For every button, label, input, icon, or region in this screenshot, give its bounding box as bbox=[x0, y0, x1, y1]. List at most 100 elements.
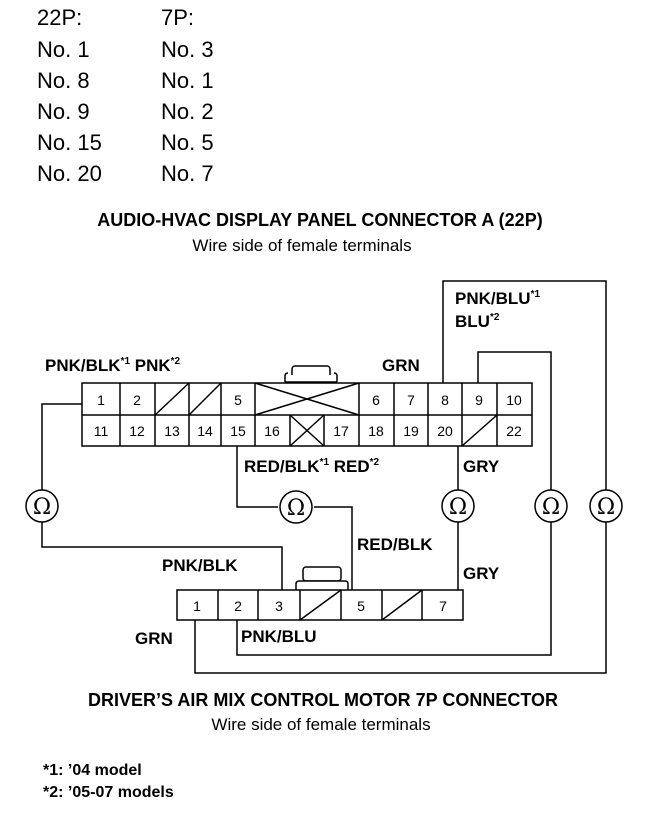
omega-icon: Ω bbox=[449, 495, 467, 520]
wire-red-blk-lower bbox=[314, 506, 353, 590]
wire-pnk-blk-upper bbox=[41, 403, 82, 490]
col-22p-header: 22P: bbox=[37, 5, 82, 30]
pin-label: 2 bbox=[133, 392, 141, 408]
wire-label: GRY bbox=[463, 457, 500, 476]
table-row-7p: No. 2 bbox=[161, 99, 214, 124]
ohm-meter-icon bbox=[534, 489, 568, 523]
table-row-7p: No. 1 bbox=[161, 68, 214, 93]
wire-label: PNK/BLU bbox=[241, 627, 317, 646]
footnote-mark: *1 bbox=[320, 457, 330, 468]
footnote-text: ’05-07 models bbox=[68, 784, 174, 801]
pin-label: 22 bbox=[506, 423, 522, 439]
svg-text:BLU*2: BLU*2 bbox=[455, 312, 500, 331]
ohmmeter-3: Ω bbox=[441, 489, 475, 523]
svg-text:*2: ’05-07 models: *2: ’05-07 models bbox=[43, 784, 174, 801]
footnotes: *1: ’04 model *2: ’05-07 models bbox=[43, 762, 174, 801]
wire-label: RED bbox=[334, 457, 370, 476]
svg-text:*1: ’04 model: *1: ’04 model bbox=[43, 762, 142, 779]
svg-text:RED/BLK*1 RED*2: RED/BLK*1 RED*2 bbox=[244, 457, 380, 476]
wire-pnk-blu-upper bbox=[477, 351, 552, 490]
connector-a-title: AUDIO-HVAC DISPLAY PANEL CONNECTOR A (22… bbox=[97, 210, 542, 230]
wire-grn-upper bbox=[442, 280, 607, 490]
svg-text:PNK/BLK*1 PNK*2: PNK/BLK*1 PNK*2 bbox=[45, 356, 181, 375]
pin-label: 6 bbox=[372, 392, 380, 408]
table-row-22p: No. 20 bbox=[37, 161, 102, 186]
wire-label: PNK bbox=[135, 356, 172, 375]
pin-label: 2 bbox=[234, 598, 242, 614]
pin-label: 16 bbox=[264, 423, 280, 439]
wire-pnk-blk-lower bbox=[41, 522, 283, 590]
pin-label: 1 bbox=[193, 598, 201, 614]
table-row-7p: No. 5 bbox=[161, 130, 214, 155]
pin-label: 20 bbox=[437, 423, 453, 439]
wire-label: RED/BLK bbox=[244, 457, 320, 476]
pin-label: 7 bbox=[407, 392, 415, 408]
pin-label: 12 bbox=[129, 423, 145, 439]
wire-label: GRY bbox=[463, 564, 500, 583]
pin-label: 11 bbox=[94, 423, 109, 439]
pin-label: 8 bbox=[441, 392, 449, 408]
wire-label: BLU bbox=[455, 312, 490, 331]
pin-label: 9 bbox=[475, 392, 483, 408]
pin-label: 15 bbox=[230, 423, 246, 439]
table-row-22p: No. 9 bbox=[37, 99, 90, 124]
ohmmeter-2: Ω bbox=[279, 490, 313, 524]
pin-label: 18 bbox=[368, 423, 384, 439]
pin-label: 17 bbox=[333, 423, 349, 439]
wires bbox=[41, 280, 607, 674]
pin-label: 7 bbox=[439, 598, 447, 614]
connector-7p-title: DRIVER’S AIR MIX CONTROL MOTOR 7P CONNEC… bbox=[88, 690, 558, 710]
connector-7p-latch bbox=[302, 566, 342, 582]
wire-red-blk-upper bbox=[236, 446, 278, 508]
omega-icon: Ω bbox=[597, 495, 615, 520]
wire-labels: PNK/BLK*1 PNK*2 GRN PNK/BLU*1 BLU*2 RED/… bbox=[45, 289, 540, 648]
footnote-mark: *2 bbox=[370, 457, 380, 468]
footnote-mark: *2: bbox=[43, 784, 63, 801]
pin-label: 1 bbox=[97, 392, 105, 408]
table-row-22p: No. 15 bbox=[37, 130, 102, 155]
ohmmeter-1: Ω bbox=[25, 489, 59, 523]
pin-label: 5 bbox=[234, 392, 242, 408]
footnote-mark: *2 bbox=[490, 312, 500, 323]
ohmmeters: Ω Ω Ω Ω Ω bbox=[25, 489, 623, 524]
ohm-meter-icon bbox=[589, 489, 623, 523]
wire-pnk-blu-lower bbox=[236, 522, 552, 656]
connector-7p-pins: 1 2 3 5 7 bbox=[193, 598, 447, 614]
footnote-mark: *1 bbox=[531, 289, 541, 300]
table-row-7p: No. 7 bbox=[161, 161, 214, 186]
table-row-7p: No. 3 bbox=[161, 37, 214, 62]
connector-a-22p bbox=[81, 365, 533, 447]
footnote-mark: *1 bbox=[121, 356, 131, 367]
connector-a-subtitle: Wire side of female terminals bbox=[192, 236, 411, 255]
wire-label: PNK/BLU bbox=[455, 289, 531, 308]
ohm-meter-icon bbox=[279, 490, 313, 524]
table-row-22p: No. 8 bbox=[37, 68, 90, 93]
ohm-meter-icon bbox=[25, 489, 59, 523]
col-7p-header: 7P: bbox=[161, 5, 194, 30]
pin-label: 10 bbox=[506, 392, 522, 408]
wire-grn-lower bbox=[194, 522, 607, 674]
pin-label: 3 bbox=[275, 598, 283, 614]
connector-7p-subtitle: Wire side of female terminals bbox=[211, 715, 430, 734]
pin-label: 13 bbox=[164, 423, 180, 439]
omega-icon: Ω bbox=[33, 495, 51, 520]
omega-icon: Ω bbox=[542, 495, 560, 520]
svg-text:PNK/BLU*1: PNK/BLU*1 bbox=[455, 289, 540, 308]
wire-label: GRN bbox=[382, 356, 420, 375]
pin-table: 22P: 7P: No. 1 No. 3 No. 8 No. 1 No. 9 N… bbox=[37, 5, 214, 186]
table-row-22p: No. 1 bbox=[37, 37, 90, 62]
pin-label: 14 bbox=[197, 423, 213, 439]
wire-label: GRN bbox=[135, 629, 173, 648]
omega-icon: Ω bbox=[287, 496, 305, 521]
pin-label: 19 bbox=[403, 423, 419, 439]
pin-label: 5 bbox=[357, 598, 365, 614]
connector-a-pins: 1 2 5 6 7 8 9 10 11 12 13 14 15 16 17 18… bbox=[94, 392, 522, 439]
wire-label: PNK/BLK bbox=[162, 556, 238, 575]
wire-label: RED/BLK bbox=[357, 535, 433, 554]
footnote-mark: *1: bbox=[43, 762, 63, 779]
connector-7p bbox=[176, 566, 464, 621]
ohmmeter-5: Ω bbox=[589, 489, 623, 523]
footnote-mark: *2 bbox=[171, 356, 181, 367]
footnote-text: ’04 model bbox=[68, 762, 142, 779]
